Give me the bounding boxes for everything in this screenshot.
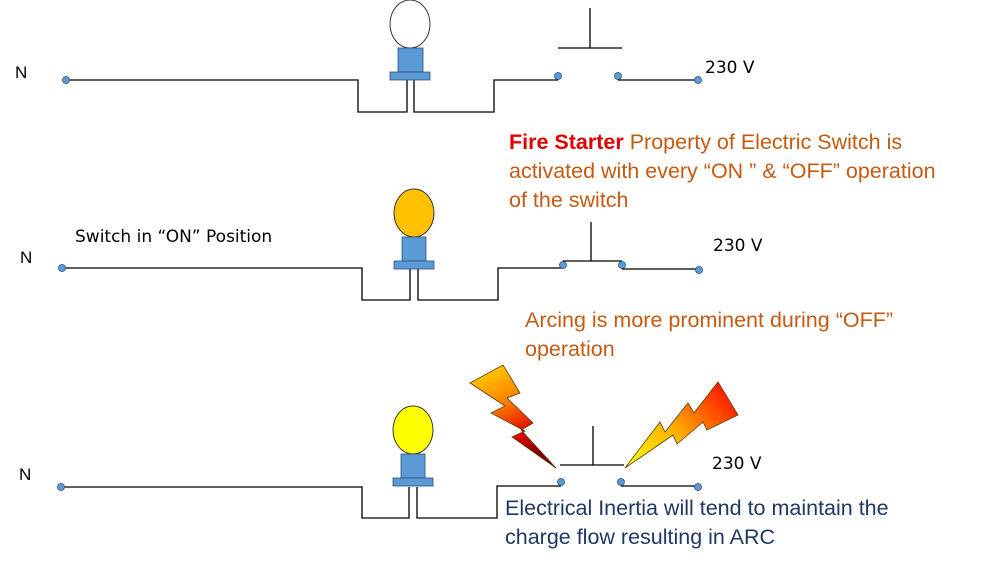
circuit-2-neutral-label: N <box>20 248 33 267</box>
switch-contact-right <box>614 72 622 80</box>
circuit-3-voltage-label: 230 V <box>712 454 762 474</box>
terminal-live <box>694 76 702 84</box>
wire-switch-side <box>417 267 563 301</box>
switch-contact-left <box>559 261 567 269</box>
fire-starter-highlight: Fire Starter <box>509 130 624 154</box>
bulb-off <box>389 0 431 49</box>
bulb-lit-arc <box>392 405 434 455</box>
inertia-note: Electrical Inertia will tend to maintain… <box>505 496 889 549</box>
lightning-bolt-right-icon <box>624 381 739 469</box>
terminal-neutral <box>57 483 65 491</box>
circuit-2 <box>58 188 703 301</box>
switch-contact-right <box>618 261 626 269</box>
switch-contact-left <box>557 478 565 486</box>
bulb-stem <box>397 47 424 73</box>
circuit-1-voltage-label: 230 V <box>705 58 755 78</box>
bulb-base <box>393 260 435 270</box>
wire-neutral <box>66 79 408 113</box>
circuit-3 <box>57 364 739 519</box>
bulb-stem <box>400 453 426 479</box>
circuit-2-voltage-label: 230 V <box>713 236 763 256</box>
switch-contact-left <box>554 72 562 80</box>
wire-switch-side <box>416 485 561 519</box>
circuit-3-neutral-label: N <box>19 465 32 484</box>
wire-neutral <box>62 267 411 301</box>
arcing-note: Arcing is more prominent during “OFF” op… <box>525 308 893 361</box>
bulb-stem <box>401 236 427 262</box>
bulb-lit <box>393 188 435 238</box>
fire-starter-text: Property of Electric Switch is activated… <box>509 130 936 212</box>
terminal-live <box>694 483 702 491</box>
circuit-1-neutral-label: N <box>15 63 28 82</box>
circuit-2-caption: Switch in “ON” Position <box>75 227 273 247</box>
bulb-base <box>392 477 434 487</box>
terminal-neutral <box>58 264 66 272</box>
wire-switch-side <box>413 79 558 113</box>
lightning-bolt-left-icon <box>469 364 557 469</box>
terminal-neutral <box>62 76 70 84</box>
bulb-base <box>389 71 431 81</box>
terminal-live <box>695 266 703 274</box>
circuit-1 <box>62 0 702 113</box>
switch-contact-right <box>617 478 625 486</box>
fire-starter-note: Fire Starter Property of Electric Switch… <box>509 128 939 215</box>
wire-neutral <box>61 486 410 519</box>
